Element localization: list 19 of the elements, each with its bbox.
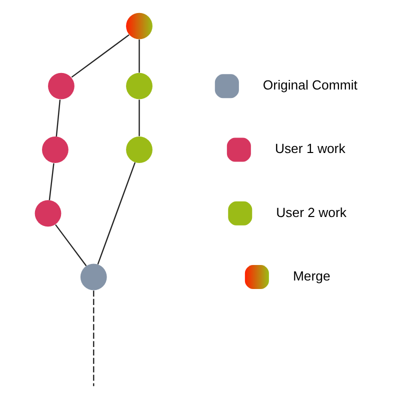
node-circle — [126, 136, 152, 163]
legend-label: Original Commit — [262, 77, 357, 92]
node-circle — [48, 72, 74, 100]
legend-label: User 1 work — [274, 141, 345, 156]
connector — [70, 34, 129, 78]
node-circle — [126, 72, 152, 100]
connector — [54, 224, 86, 266]
node-circle — [126, 12, 152, 40]
connector — [48, 163, 54, 200]
legend-label: Merge — [292, 268, 330, 284]
node-circle — [80, 264, 106, 290]
legend-label: User 2 work — [276, 204, 346, 220]
node-circle — [34, 200, 61, 227]
connector — [138, 100, 140, 136]
connector — [92, 290, 94, 386]
connector — [55, 100, 60, 137]
node-circle — [42, 136, 68, 163]
connector — [96, 162, 136, 265]
connector — [138, 40, 140, 73]
